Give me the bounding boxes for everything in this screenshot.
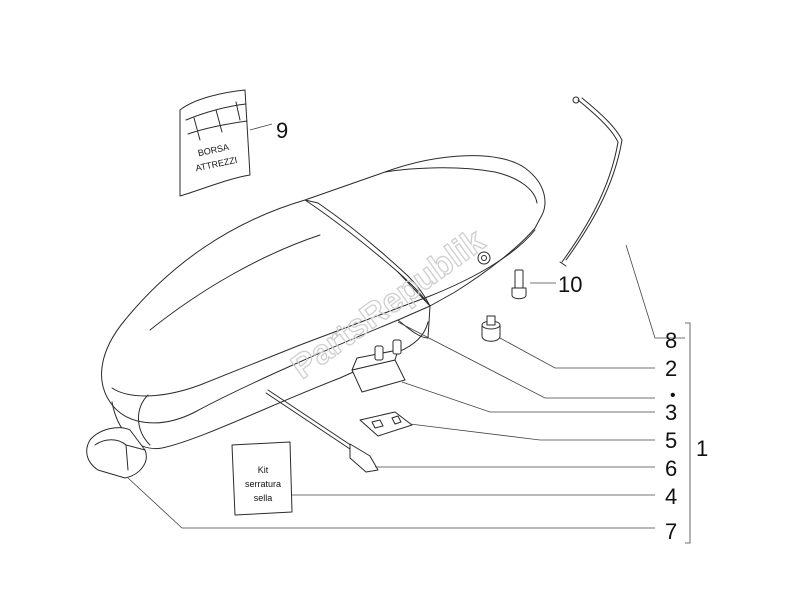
- lock-kit-label-line1: Kit: [258, 465, 269, 475]
- seat-buffer-bracket: [352, 340, 405, 392]
- callout-6: 6: [665, 456, 677, 481]
- callout-3: 3: [665, 400, 677, 425]
- tool-bag: BORSA ATTREZZI: [180, 90, 250, 196]
- callout-2: 2: [665, 356, 677, 381]
- lock-kit-label-line3: sella: [254, 493, 273, 503]
- rubber-buffer: [482, 316, 500, 341]
- lock-kit: Kit serratura sella: [232, 442, 292, 515]
- seat-clip: [360, 412, 412, 436]
- seat: [102, 156, 545, 449]
- seat-cable: [560, 97, 622, 266]
- lock-kit-label-line2: serratura: [245, 479, 281, 489]
- callout-10: 10: [558, 272, 582, 297]
- callout-1: 1: [696, 436, 708, 461]
- seat-latch: [87, 428, 147, 478]
- screw: [512, 270, 526, 299]
- callout-9: 9: [276, 118, 288, 143]
- callout-4: 4: [665, 484, 677, 509]
- callout-7: 7: [665, 519, 677, 544]
- callout-5: 5: [665, 428, 677, 453]
- callout-8: 8: [665, 328, 677, 353]
